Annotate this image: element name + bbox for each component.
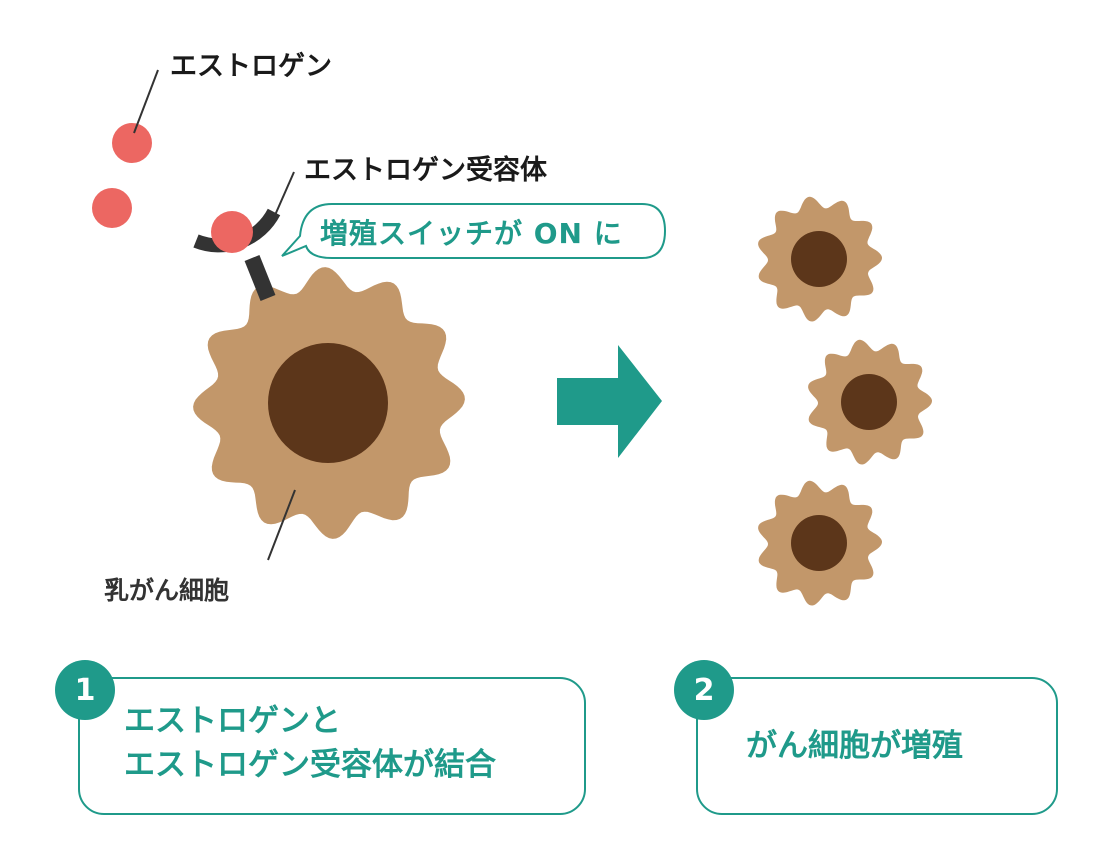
step-2-box bbox=[696, 677, 1058, 815]
step-1-box bbox=[78, 677, 586, 815]
receptor-label: エストロゲン受容体 bbox=[304, 155, 547, 186]
step-1-line-2: エストロゲン受容体が結合 bbox=[124, 747, 496, 783]
cancer-cell-label: 乳がん細胞 bbox=[104, 576, 230, 605]
cell-nucleus bbox=[268, 343, 388, 463]
step-1-line-1: エストロゲンと bbox=[124, 703, 341, 739]
step-2-text: がん細胞が増殖 bbox=[746, 728, 963, 764]
switch-on-text: 増殖スイッチが ON に bbox=[320, 217, 623, 250]
cancer-cell-pointer-line bbox=[267, 489, 296, 561]
cell-nucleus bbox=[791, 515, 847, 571]
receptor-pointer-line bbox=[271, 171, 295, 223]
switch-on-bubble bbox=[281, 203, 667, 259]
step-2-badge: 2 bbox=[674, 660, 734, 720]
estrogen-label: エストロゲン bbox=[170, 51, 332, 82]
right-arrow-icon bbox=[557, 345, 662, 458]
estrogen-pointer-line bbox=[133, 69, 159, 134]
cell-nucleus bbox=[841, 374, 897, 430]
estrogen-molecule bbox=[92, 188, 132, 228]
step-1-badge: 1 bbox=[55, 660, 115, 720]
bound-estrogen-molecule bbox=[211, 211, 253, 253]
estrogen-molecule bbox=[112, 123, 152, 163]
cell-nucleus bbox=[791, 231, 847, 287]
